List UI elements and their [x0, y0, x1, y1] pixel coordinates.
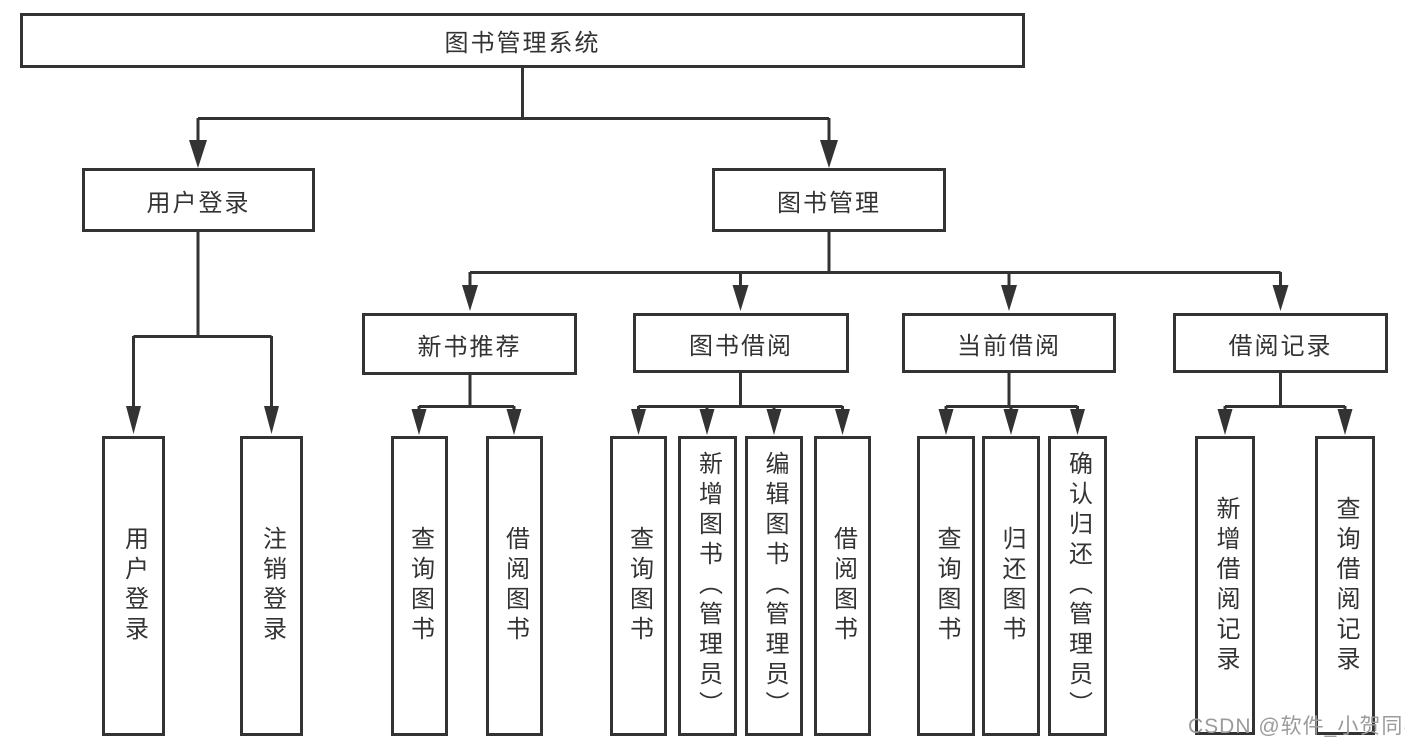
leaf-edit-book-admin-label: 编辑图书（管理员）: [761, 451, 788, 721]
leaf-query-books-recommend: 查询图书: [391, 436, 448, 736]
node-book-management-label: 图书管理: [777, 189, 881, 217]
leaf-user-login: 用户登录: [102, 436, 165, 736]
node-root-label: 图书管理系统: [444, 30, 601, 57]
leaf-add-book-admin-label: 新增图书（管理员）: [694, 451, 722, 721]
leaf-query-books-recommend-label: 查询图书: [406, 526, 434, 646]
leaf-add-borrow-record-label: 新增借阅记录: [1212, 495, 1239, 676]
node-new-book-recommend-label: 新书推荐: [417, 333, 522, 361]
arrowhead-icons: [126, 140, 1353, 435]
node-borrow-record-label: 借阅记录: [1228, 332, 1333, 360]
node-current-borrow-label: 当前借阅: [957, 332, 1061, 360]
leaf-add-book-admin: 新增图书（管理员）: [678, 436, 737, 736]
node-book-management: 图书管理: [712, 168, 946, 232]
leaf-borrow-books: 借阅图书: [814, 436, 871, 736]
node-user-login-label: 用户登录: [146, 189, 251, 217]
leaf-query-books-borrow-label: 查询图书: [625, 526, 653, 646]
leaf-logout-label: 注销登录: [258, 526, 286, 646]
leaf-logout: 注销登录: [240, 436, 303, 736]
leaf-confirm-return-admin: 确认归还（管理员）: [1048, 436, 1107, 736]
leaf-borrow-books-label: 借阅图书: [829, 526, 857, 646]
leaf-borrow-books-recommend: 借阅图书: [486, 436, 543, 736]
leaf-user-login-label: 用户登录: [120, 526, 148, 646]
leaf-query-books-current: 查询图书: [917, 436, 975, 736]
leaf-confirm-return-admin-label: 确认归还（管理员）: [1064, 451, 1092, 721]
node-user-login: 用户登录: [82, 168, 315, 232]
leaf-query-borrow-record: 查询借阅记录: [1315, 436, 1375, 735]
node-root: 图书管理系统: [20, 13, 1025, 68]
node-book-borrow: 图书借阅: [633, 313, 849, 373]
leaf-query-books-borrow: 查询图书: [610, 436, 667, 736]
leaf-return-book-label: 归还图书: [998, 526, 1025, 646]
node-borrow-record: 借阅记录: [1173, 313, 1388, 373]
csdn-watermark: CSDN @软件_小贺同学: [1188, 715, 1405, 738]
leaf-query-books-current-label: 查询图书: [933, 526, 960, 646]
leaf-borrow-books-recommend-label: 借阅图书: [501, 526, 529, 646]
node-book-borrow-label: 图书借阅: [689, 332, 793, 360]
leaf-return-book: 归还图书: [982, 436, 1040, 736]
node-current-borrow: 当前借阅: [902, 313, 1116, 373]
leaf-query-borrow-record-label: 查询借阅记录: [1332, 495, 1359, 676]
node-new-book-recommend: 新书推荐: [362, 313, 577, 375]
leaf-add-borrow-record: 新增借阅记录: [1195, 436, 1255, 735]
leaf-edit-book-admin: 编辑图书（管理员）: [745, 436, 803, 736]
